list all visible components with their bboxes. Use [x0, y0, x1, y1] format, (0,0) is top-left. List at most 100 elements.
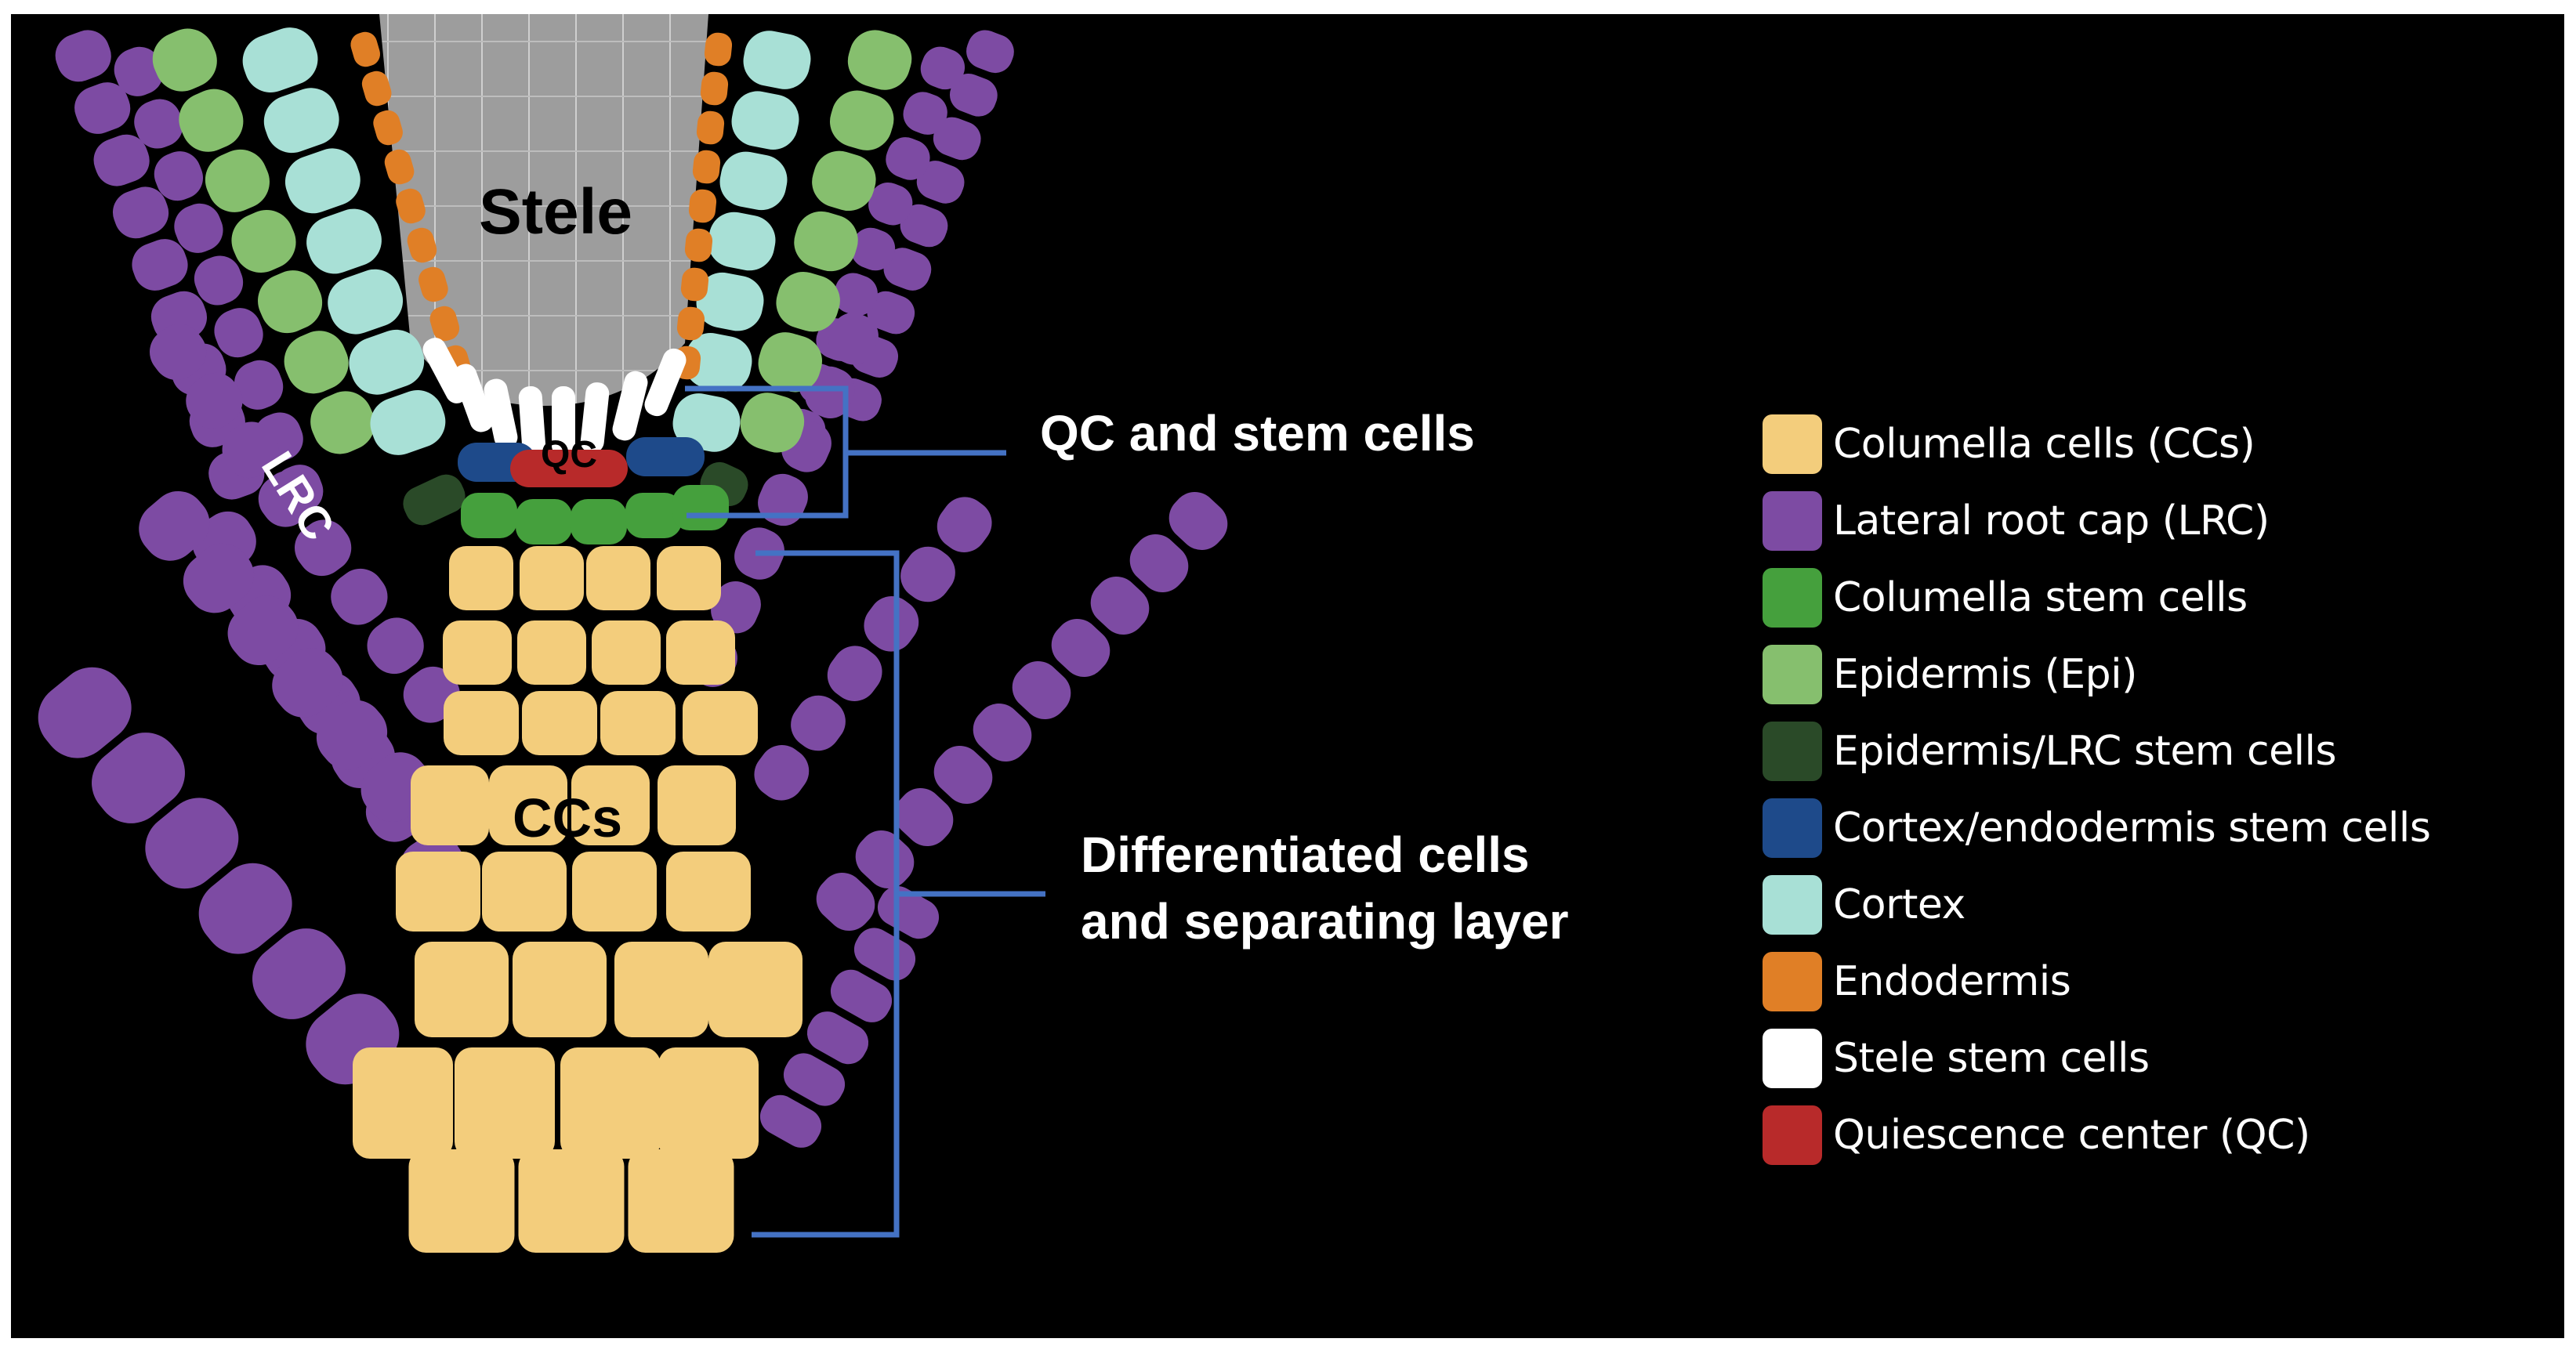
legend-item: Cortex	[1763, 866, 2430, 943]
epidermis-cell	[776, 271, 840, 332]
endodermis-cell	[680, 267, 709, 302]
epidermis-cell	[152, 28, 217, 92]
legend-item: Columella cells (CCs)	[1763, 406, 2430, 483]
legend-swatch	[1763, 722, 1822, 781]
cortex-cell	[263, 88, 339, 154]
lrc-cell	[949, 74, 998, 117]
columella-cell	[571, 765, 650, 845]
lrc-cell	[1012, 661, 1071, 719]
stele-label: Stele	[479, 176, 632, 248]
lrc-cell	[1051, 619, 1110, 677]
diagram-canvas: Stele QC LRC CCs QC and stem cells Diffe…	[11, 14, 2564, 1338]
lrc-cell	[850, 227, 896, 271]
columella-cell	[572, 852, 657, 932]
endodermis-cell	[361, 71, 392, 107]
columella-stem-cell	[516, 499, 572, 544]
lrc-cell	[883, 248, 932, 291]
legend-item: Cortex/endodermis stem cells	[1763, 790, 2431, 866]
endodermis-cell	[676, 306, 705, 341]
lrc-cell	[758, 473, 808, 526]
lrc-cell	[903, 92, 947, 135]
legend: Columella cells (CCs)Lateral root cap (L…	[1763, 406, 2431, 1174]
epidermis-cell	[847, 30, 912, 90]
lrc-cell	[1168, 492, 1228, 550]
diff-bracket	[752, 550, 1045, 1238]
lrc-cell	[74, 82, 131, 134]
lrc-cell	[806, 1011, 869, 1065]
lrc-cell	[154, 151, 204, 201]
lrc-cell	[900, 204, 948, 248]
endodermis-cell	[407, 227, 437, 263]
columella-cell	[411, 765, 489, 845]
legend-item: Epidermis (Epi)	[1763, 636, 2430, 713]
differentiated-label-line2: and separating layer	[1081, 893, 1568, 950]
columella-cells	[353, 546, 803, 1253]
columella-cell	[513, 942, 607, 1037]
lrc-cell	[894, 788, 954, 846]
cortex-cell	[684, 333, 752, 392]
legend-item: Epidermis/LRC stem cells	[1763, 713, 2430, 790]
lrc-cell	[783, 1053, 846, 1106]
lrc-cell	[711, 581, 761, 634]
legend-label: Cortex	[1833, 881, 1966, 928]
cortex-cell	[743, 31, 811, 89]
cortex-cell	[731, 91, 799, 150]
legend-item: Columella stem cells	[1763, 559, 2430, 636]
columella-cell	[658, 1047, 759, 1159]
columella-cell	[628, 1149, 734, 1253]
columella-cell	[658, 765, 736, 845]
lateral-root-cap-cells	[38, 30, 1228, 1148]
endodermis-cell	[692, 150, 721, 184]
legend-item: Quiescence center (QC)	[1763, 1097, 2430, 1174]
tissue-cells	[152, 27, 912, 455]
lrc-cell	[272, 647, 343, 718]
legend-label: Cortex/endodermis stem cells	[1833, 805, 2431, 852]
epidermis-cell	[829, 90, 894, 150]
epidermis-cell	[205, 149, 270, 212]
lrc-cell	[791, 695, 846, 751]
columella-cell	[708, 942, 803, 1037]
lrc-cell	[853, 928, 916, 981]
lrc-cell	[294, 519, 352, 577]
epidermis-cell	[740, 393, 805, 453]
columella-cell	[600, 691, 676, 755]
lrc-cell	[886, 137, 930, 180]
lrc-cell	[252, 928, 346, 1019]
stele-stem-cell	[422, 338, 469, 403]
endodermis-cell	[688, 189, 717, 223]
lrc-cell	[145, 798, 239, 889]
lrc-cell	[805, 366, 855, 419]
lrc-cell	[258, 470, 316, 527]
cortex-cell	[349, 329, 425, 395]
legend-item: Endodermis	[1763, 943, 2430, 1020]
columella-stem-cell	[461, 493, 517, 538]
columella-cell	[586, 546, 650, 610]
lrc-cell	[198, 863, 292, 954]
lrc-cell	[234, 360, 284, 410]
cortex-cell	[306, 208, 382, 274]
lrc-cell	[867, 291, 915, 335]
cortex-cell	[328, 269, 404, 335]
cortex-cell	[719, 151, 788, 211]
lrc-cell	[937, 497, 992, 552]
columella-cell	[408, 1149, 515, 1253]
lrc-cell	[139, 490, 210, 561]
legend-swatch	[1763, 875, 1822, 935]
columella-cell	[522, 691, 597, 755]
epidermis-cell	[258, 270, 323, 334]
endodermis-cell	[350, 31, 381, 67]
lrc-cell	[900, 546, 955, 602]
columella-cell	[443, 620, 512, 685]
epidermis-cell	[179, 89, 244, 152]
lrc-cell	[816, 873, 875, 931]
legend-swatch	[1763, 491, 1822, 551]
ccs-label: CCs	[513, 787, 622, 848]
lrc-cell	[973, 704, 1032, 762]
endodermis-cell	[418, 266, 448, 302]
columella-stem-cell	[571, 499, 627, 544]
lrc-cell	[855, 830, 915, 888]
epidermis-cell	[231, 209, 296, 273]
columella-cell	[449, 546, 513, 610]
endodermis-cell	[684, 228, 713, 262]
lrc-cell	[868, 182, 913, 226]
